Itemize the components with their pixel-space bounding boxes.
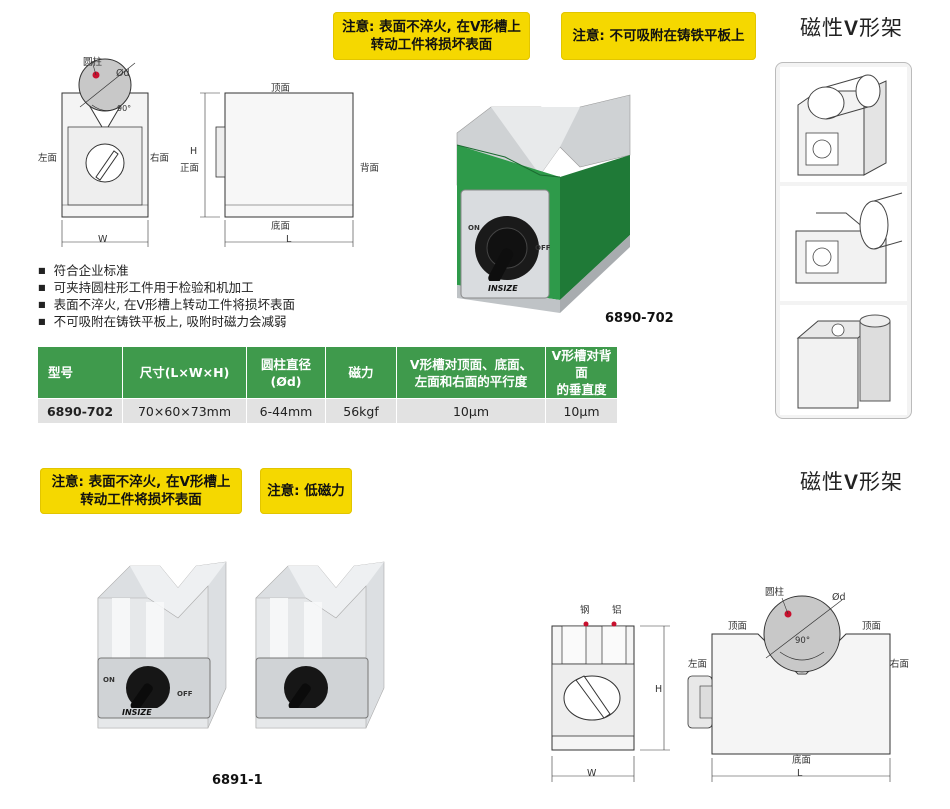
product-model-top: 6890-702 [605, 311, 674, 326]
cell-model: 6890-702 [38, 398, 123, 423]
feature-item: 表面不淬火, 在V形槽上转动工件将损坏表面 [38, 296, 296, 313]
diagram-aluminum-label: 铝 [612, 605, 622, 616]
dial-off-label-bottom: OFF [177, 690, 193, 698]
diagram-right-face-label-bottom: 右面 [890, 659, 910, 670]
product-model-bottom: 6891-1 [212, 773, 263, 788]
warning-note-surface-bottom: 注意: 表面不淬火, 在V形槽上 转动工件将损坏表面 [40, 468, 242, 514]
diagram-diameter-label: Ød [116, 68, 130, 79]
diagram-length-label-bottom: L [797, 768, 803, 779]
feature-list: 符合企业标准 可夹持圆柱形工件用于检验和机加工 表面不淬火, 在V形槽上转动工件… [38, 262, 296, 330]
diagram-angle-label-bottom: 90° [795, 636, 811, 646]
usage-illustrations [780, 67, 907, 415]
v-block-technical-drawing [61, 58, 354, 247]
v-block-left [97, 561, 227, 729]
diagram-angle-label: 90° [117, 104, 132, 113]
v-block-right [255, 561, 385, 729]
diagram-diameter-label-bottom: Ød [832, 592, 846, 603]
usage-illustration-panel [775, 62, 912, 419]
feature-item: 符合企业标准 [38, 262, 295, 279]
diagram-front-face-label: 正面 [180, 163, 200, 174]
dial-on-label-bottom: ON [103, 676, 115, 684]
header-size: 尺寸(L×W×H) [122, 347, 247, 399]
diagram-right-face-label: 右面 [150, 153, 170, 164]
diagram-top-face-label: 顶面 [271, 83, 291, 94]
diagram-cylinder-label: 圆柱 [83, 57, 103, 68]
cell-magnetic-force: 56kgf [325, 398, 397, 423]
brand-logo-bottom: INSIZE [122, 708, 152, 717]
warning-note-cast-iron: 注意: 不可吸附在铸铁平板上 [561, 12, 756, 60]
section-title-bottom: 磁性V形架 [800, 470, 904, 494]
header-parallelism: V形槽对顶面、底面、左面和右面的平行度 [396, 347, 546, 399]
brand-logo-top: INSIZE [488, 284, 518, 293]
dial-off-label: OFF [535, 244, 551, 252]
cell-parallelism: 10μm [396, 398, 546, 423]
diagram-left-face-label-bottom: 左面 [688, 659, 708, 670]
diagram-length-label: L [286, 234, 292, 245]
spec-table: 型号 尺寸(L×W×H) 圆柱直径(Ød) 磁力 V形槽对顶面、底面、左面和右面… [38, 347, 617, 423]
diagram-width-label: W [98, 234, 108, 245]
diagram-left-face-label: 左面 [38, 153, 58, 164]
header-diameter: 圆柱直径(Ød) [246, 347, 326, 399]
diagram-steel-label: 钢 [580, 605, 590, 616]
diagram-top-left-face-label: 顶面 [728, 621, 748, 632]
diagram-height-label-bottom: H [655, 684, 663, 695]
dial-on-label: ON [468, 224, 480, 232]
header-model: 型号 [38, 347, 123, 399]
diagram-cylinder-label-bottom: 圆柱 [765, 587, 785, 598]
warning-note-low-magnetism: 注意: 低磁力 [260, 468, 352, 514]
v-block-technical-drawing-bottom [551, 595, 891, 782]
diagram-bottom-face-label: 底面 [271, 221, 291, 232]
product-image-6891-1 [97, 561, 385, 729]
diagram-bottom-face-label-bottom: 底面 [792, 755, 812, 766]
diagram-height-label: H [190, 146, 198, 157]
diagram-top-right-face-label: 顶面 [862, 621, 882, 632]
cell-size: 70×60×73mm [122, 398, 247, 423]
cell-diameter: 6-44mm [246, 398, 326, 423]
product-image-6890-702 [456, 94, 631, 313]
feature-item: 不可吸附在铸铁平板上, 吸附时磁力会减弱 [38, 313, 295, 330]
diagram-width-label-bottom: W [587, 768, 597, 779]
section-title-top: 磁性V形架 [800, 16, 904, 40]
diagram-back-face-label: 背面 [360, 163, 380, 174]
warning-note-surface: 注意: 表面不淬火, 在V形槽上 转动工件将损坏表面 [333, 12, 530, 60]
table-row: 6890-702 70×60×73mm 6-44mm 56kgf 10μm 10… [38, 398, 617, 423]
feature-item: 可夹持圆柱形工件用于检验和机加工 [38, 279, 295, 296]
header-perpendicularity: V形槽对背面的垂直度 [545, 347, 617, 399]
header-magnetic-force: 磁力 [325, 347, 397, 399]
cell-perpendicularity: 10μm [545, 398, 617, 423]
